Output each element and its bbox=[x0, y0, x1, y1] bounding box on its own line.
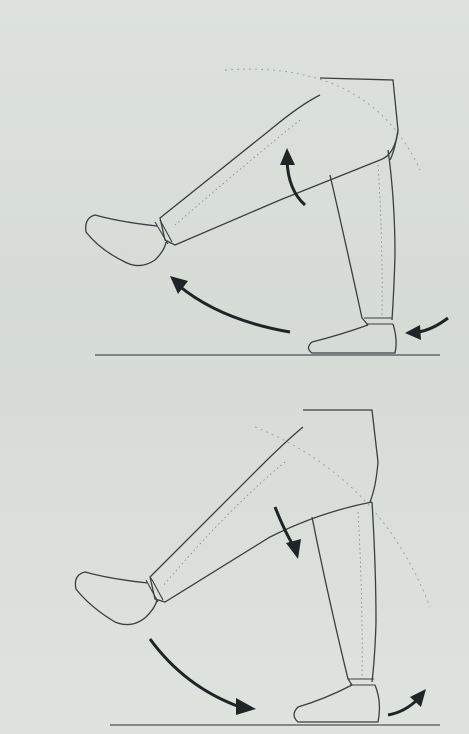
motion-guide-arc bbox=[225, 69, 420, 170]
standing-foot bbox=[309, 324, 397, 353]
exercise-panel-bottom bbox=[0, 367, 469, 734]
raised-leg-seam bbox=[162, 462, 285, 587]
leg-raise-figure-bottom bbox=[0, 367, 469, 734]
hip-outline bbox=[303, 410, 378, 502]
standing-leg-seam bbox=[358, 512, 362, 679]
leg-raise-figure-top bbox=[0, 0, 469, 367]
standing-leg-cuff bbox=[364, 318, 393, 324]
raised-leg-outline bbox=[160, 95, 398, 245]
thigh-lift-arrow-icon bbox=[280, 148, 305, 205]
standing-leg-seam bbox=[378, 165, 382, 318]
raised-foot bbox=[75, 572, 157, 625]
raised-leg-outline bbox=[150, 427, 372, 602]
heel-push-arrow-icon bbox=[405, 318, 448, 340]
toe-push-arrow-icon bbox=[388, 689, 426, 715]
exercise-panel-top bbox=[0, 0, 469, 367]
standing-foot bbox=[294, 685, 379, 722]
leg-swing-arrow-icon bbox=[170, 276, 290, 332]
hip-outline bbox=[320, 78, 398, 160]
raised-foot bbox=[86, 215, 166, 266]
leg-swing-down-arrow-icon bbox=[150, 639, 256, 715]
standing-leg-outline bbox=[312, 502, 376, 685]
raised-leg-seam bbox=[175, 120, 300, 225]
motion-guide-arc bbox=[255, 427, 430, 607]
